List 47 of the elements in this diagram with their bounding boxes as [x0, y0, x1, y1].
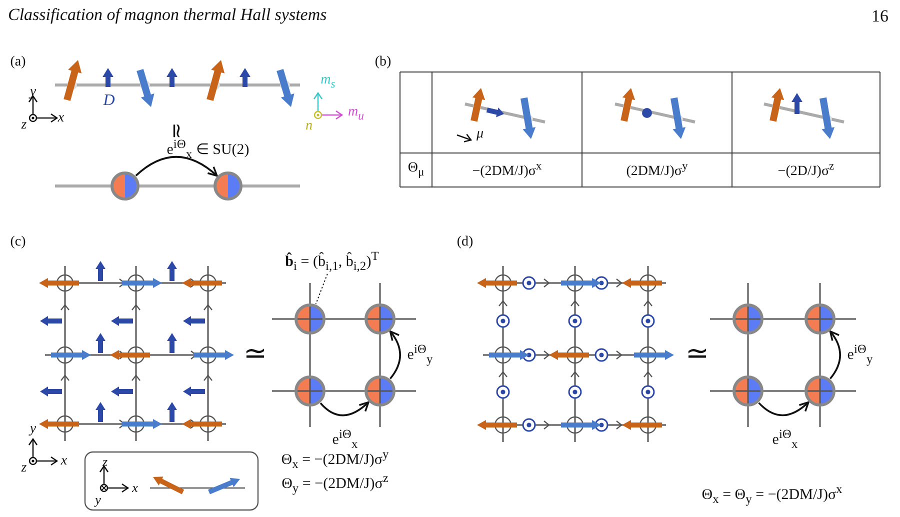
formula: −(2DM/J)σ$^{x}$ — [472, 160, 542, 180]
axis-label: m$_{s}$ — [320, 72, 336, 92]
formula: Θ$_{x}$ = −(2DM/J)σ$^{y}$ — [281, 448, 389, 472]
curved-arrow — [389, 330, 401, 380]
axis-label: μ — [476, 126, 484, 142]
site-circle — [293, 302, 327, 336]
panel-label: (b) — [374, 54, 392, 70]
axis-label: m$_{u}$ — [348, 104, 364, 124]
axis-label: z — [102, 454, 108, 470]
site-circle — [109, 170, 141, 202]
formula-label: b̂$_{i}$ = (b̂$_{i,1}$, b̂$_{i,2}$)$^{T}$ — [285, 250, 379, 274]
site-circle — [803, 374, 837, 408]
equivalence-symbol: ≃ — [244, 340, 266, 370]
curved-arrow — [758, 401, 810, 416]
curved-arrow — [829, 330, 841, 380]
axis-label: y — [95, 492, 101, 508]
site-circle — [363, 374, 397, 408]
formula: Θ$_{y}$ = −(2DM/J)σ$^{z}$ — [282, 472, 388, 496]
axis-label: x — [58, 110, 64, 126]
curved-arrow — [320, 401, 370, 416]
leader-line — [315, 273, 328, 305]
site-circle — [212, 170, 244, 202]
site-circle — [363, 302, 397, 336]
axis-label: x — [60, 453, 68, 469]
formula: −(2D/J)σ$^{z}$ — [778, 160, 834, 180]
panel-label: (a) — [10, 54, 26, 70]
site-circle — [731, 302, 765, 336]
axis-label: n — [306, 118, 312, 134]
equivalence-symbol: ≃ — [165, 122, 187, 140]
axis-label: z — [21, 460, 27, 476]
row-header: Θ$_{μ}$ — [408, 160, 424, 180]
page-number: 16 — [872, 8, 888, 26]
site-circle — [293, 374, 327, 408]
panel-label: (c) — [10, 234, 26, 250]
site-circle — [731, 374, 765, 408]
site-circle — [803, 302, 837, 336]
page-title: Classification of magnon thermal Hall systems — [8, 6, 327, 25]
axis-label: z — [21, 117, 27, 133]
equivalence-symbol: ≃ — [686, 340, 708, 370]
curved-arrow — [135, 156, 218, 177]
panel-label: (d) — [456, 234, 474, 250]
formula: (2DM/J)σ$^{y}$ — [626, 160, 688, 180]
axis-label: y — [30, 421, 36, 437]
formula: Θ$_{x}$ = Θ$_{y}$ = −(2DM/J)σ$^{x}$ — [702, 483, 842, 507]
vector-label: D — [103, 92, 115, 110]
axis-label: y — [30, 84, 36, 100]
axis-label: x — [132, 480, 138, 496]
